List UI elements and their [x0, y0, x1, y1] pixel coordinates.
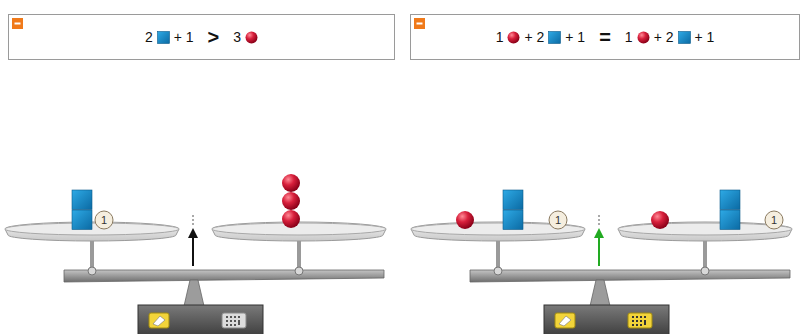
weight-number: 1 — [764, 210, 784, 230]
equation-term: 1 — [496, 29, 504, 45]
unit-weight: 1 — [764, 210, 784, 230]
equation-panel: 2 + 1 >3 — [8, 14, 395, 60]
equation-term: + 1 — [565, 29, 585, 45]
block-icon — [157, 31, 170, 44]
equation-term: + 2 — [524, 29, 544, 45]
equation-term: + 1 — [695, 29, 715, 45]
equation-term: + 2 — [654, 29, 674, 45]
relation-sign: > — [208, 26, 220, 49]
unit-weight: 1 — [548, 210, 568, 230]
equation-term: 1 — [625, 29, 633, 45]
equation-term: 3 — [233, 29, 241, 45]
weight-number: 1 — [94, 210, 114, 230]
equation-panel: 1 + 2 + 1 = 1 + 2 + 1 — [410, 14, 800, 60]
weight-number: 1 — [548, 210, 568, 230]
equation-term: 2 — [145, 29, 153, 45]
equation-term: + 1 — [174, 29, 194, 45]
relation-sign: = — [599, 26, 611, 49]
block-icon — [678, 31, 691, 44]
ball-icon — [507, 31, 520, 44]
ball-icon — [245, 31, 258, 44]
ball-icon — [637, 31, 650, 44]
block-icon — [548, 31, 561, 44]
unit-weight: 1 — [94, 210, 114, 230]
